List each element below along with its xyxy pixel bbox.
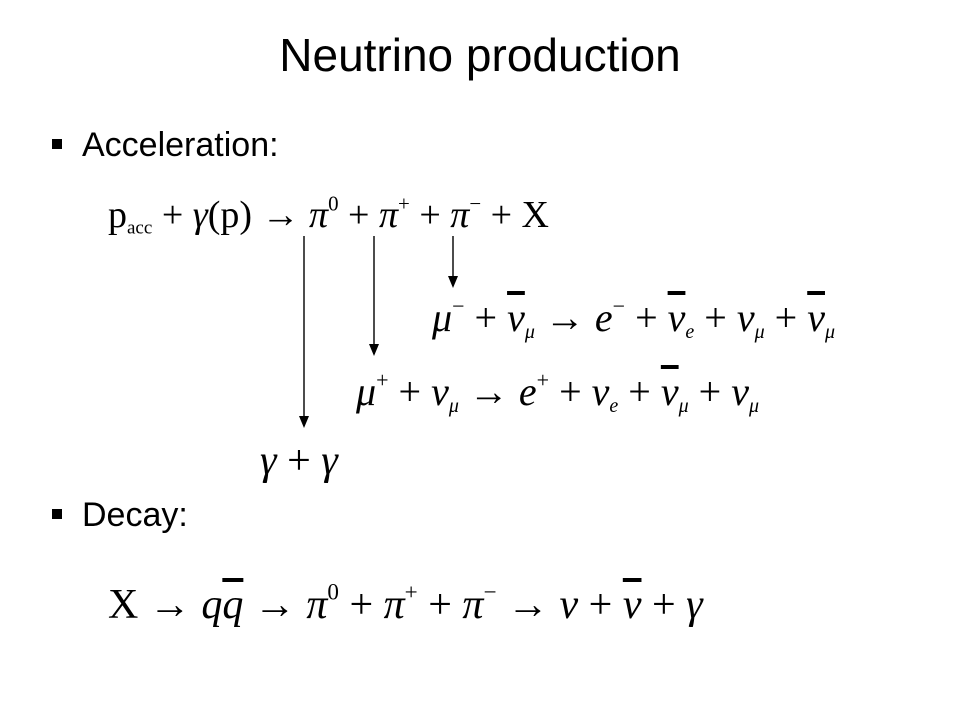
equation-decay: X → qq → π0 + π+ + π− → ν + ν + γ bbox=[108, 578, 703, 628]
equation-acceleration: pacc + γ(p) → π0 + π+ + π− + X bbox=[108, 191, 549, 239]
arrowhead-pi-plus-icon bbox=[369, 344, 379, 356]
bullet-decay: Decay: bbox=[52, 496, 188, 535]
equation-muon-minus-decay: μ− + νμ → e− + νe + νμ + νμ bbox=[432, 293, 836, 343]
equation-muon-plus-decay: μ+ + νμ → e+ + νe + νμ + νμ bbox=[356, 367, 760, 417]
bullet-square-icon bbox=[52, 509, 62, 520]
slide-title: Neutrino production bbox=[279, 29, 681, 81]
bullet-label: Acceleration: bbox=[82, 126, 279, 164]
bullet-square-icon bbox=[52, 139, 62, 150]
arrowhead-pi-minus-icon bbox=[448, 276, 458, 288]
bullet-label: Decay: bbox=[82, 496, 188, 534]
arrowhead-pi-zero-icon bbox=[299, 416, 309, 428]
equation-photon-pair: γ + γ bbox=[260, 438, 338, 484]
bullet-acceleration: Acceleration: bbox=[52, 126, 279, 165]
